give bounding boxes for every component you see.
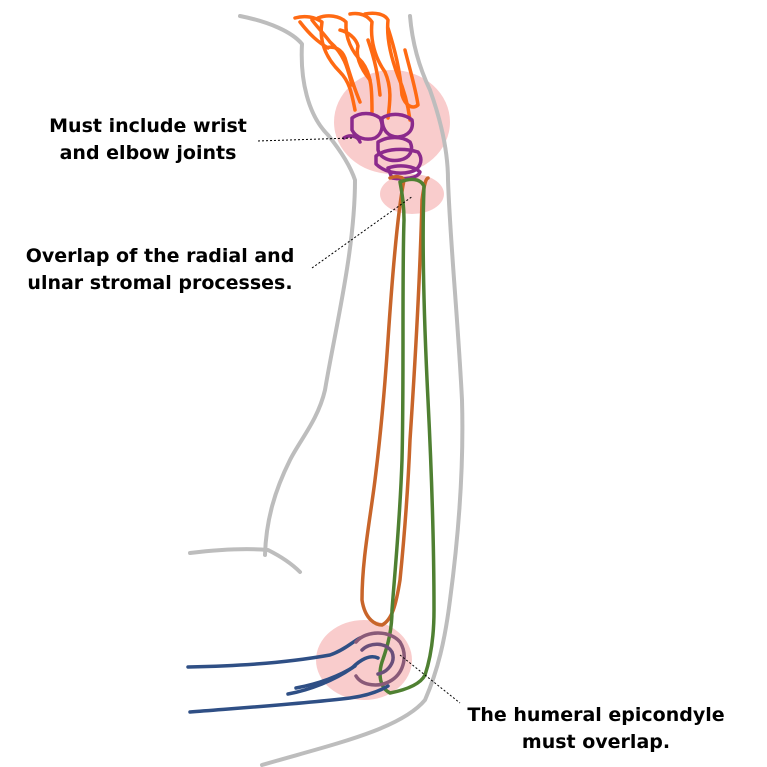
ulna-bone xyxy=(378,177,436,695)
hand-bones xyxy=(293,11,420,122)
annotation-joints-line2: and elbow joints xyxy=(60,142,237,164)
radius-bone xyxy=(360,174,430,627)
annotation-epicondyle-line1: The humeral epicondyle xyxy=(467,704,724,726)
annotation-stromal-line1: Overlap of the radial and xyxy=(26,245,295,267)
stromal-highlight-zone xyxy=(380,174,444,214)
arm-outline xyxy=(188,14,465,767)
leader-lines xyxy=(257,137,461,704)
leader-epicondyle xyxy=(399,654,461,704)
wrist-highlight-zone xyxy=(334,70,450,174)
leader-stromal xyxy=(311,195,414,269)
annotation-stromal-line2: ulnar stromal processes. xyxy=(27,272,292,294)
annotation-epicondyle-line2: must overlap. xyxy=(522,731,670,753)
elbow-joint-overlap xyxy=(294,631,406,690)
annotation-joints-line1: Must include wrist xyxy=(49,115,247,137)
